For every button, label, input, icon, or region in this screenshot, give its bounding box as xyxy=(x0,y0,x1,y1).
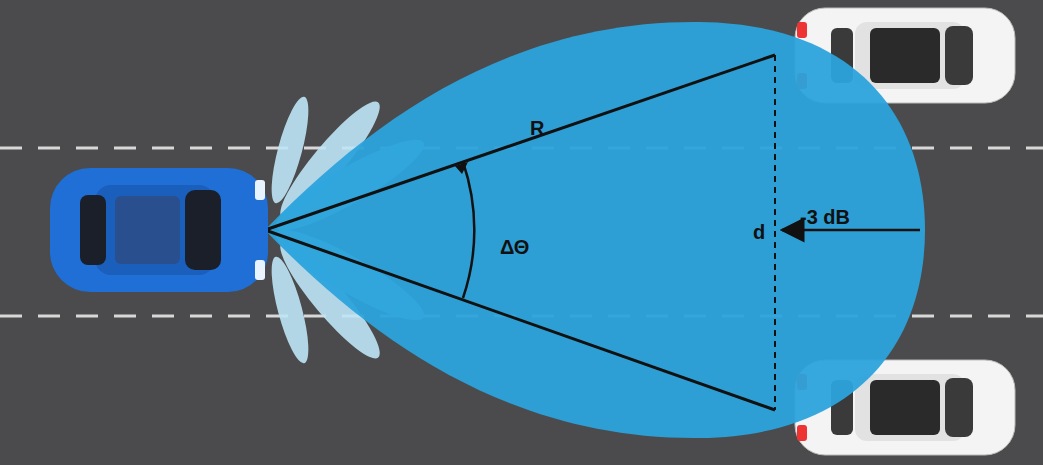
range-label: R xyxy=(530,118,544,138)
width-label: d xyxy=(753,222,765,242)
beam-edge-label: -3 dB xyxy=(800,207,850,227)
angle-label: ΔΘ xyxy=(500,237,529,257)
